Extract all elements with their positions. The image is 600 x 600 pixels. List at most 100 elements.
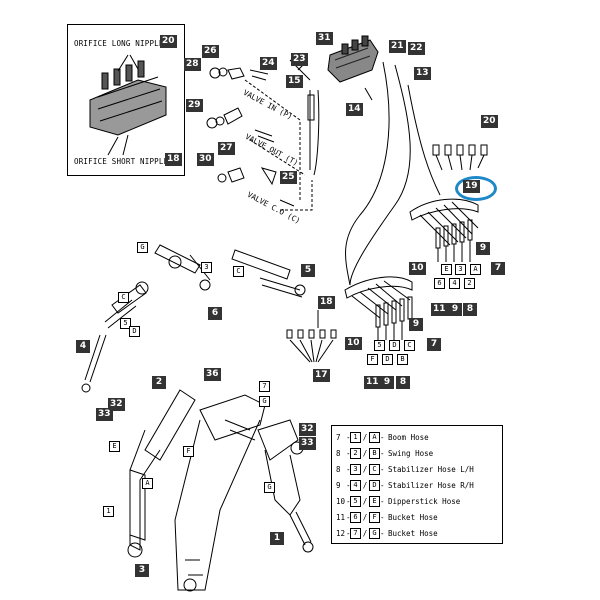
callout-9-mid-b: 9 <box>380 376 394 389</box>
callout-31: 31 <box>316 32 333 45</box>
highlight-ring <box>455 176 497 201</box>
callout-17: 17 <box>313 369 330 382</box>
boom-assembly <box>127 389 266 592</box>
small-nipples <box>286 310 337 363</box>
callout-28: 28 <box>184 58 201 71</box>
tag-g-c: G <box>264 482 275 493</box>
callout-19: 19 <box>463 180 480 193</box>
callout-25: 25 <box>280 171 297 184</box>
callout-21: 21 <box>389 40 406 53</box>
orifice-inset: ORIFICE LONG NIPPLE 20 ORIFICE SHORT NIP… <box>67 24 185 176</box>
tag-a-a: A <box>142 478 153 489</box>
callout-5: 5 <box>301 264 315 277</box>
tag-e-a: E <box>109 441 120 452</box>
tag-e-top: E <box>441 264 452 275</box>
orifice-short-label: ORIFICE SHORT NIPPLE <box>74 157 169 166</box>
tag-f-a: F <box>183 446 194 457</box>
callout-32-left: 32 <box>108 398 125 411</box>
callout-8-top: 8 <box>463 303 477 316</box>
legend-row: 8-3/C-Stabilizer Hose L/H <box>336 464 474 475</box>
tag-6-top: 6 <box>434 278 445 289</box>
boom-cylinder <box>129 469 146 541</box>
callout-6: 6 <box>208 307 222 320</box>
tag-2-top: 2 <box>464 278 475 289</box>
hose-legend: 7-1/A-Boom Hose 8-2/B-Swing Hose 8-3/C-S… <box>331 425 503 544</box>
legend-label: Boom Hose <box>388 432 429 442</box>
callout-10-top: 10 <box>409 262 426 275</box>
callout-1: 1 <box>270 532 284 545</box>
tag-4-top: 4 <box>449 278 460 289</box>
callout-11-mid: 11 <box>364 376 381 389</box>
orifice-nipples <box>432 144 488 171</box>
callout-18: 18 <box>318 296 335 309</box>
legend-label: Stabilizer Hose R/H <box>388 480 474 490</box>
tag-d-mid: D <box>389 340 400 351</box>
callout-7-top: 7 <box>491 262 505 275</box>
callout-30: 30 <box>197 153 214 166</box>
tag-g-a: G <box>137 242 148 253</box>
callout-26: 26 <box>202 45 219 58</box>
legend-label: Bucket Hose <box>388 512 438 522</box>
orifice-long-label: ORIFICE LONG NIPPLE <box>74 39 164 48</box>
tag-b-mid: B <box>397 354 408 365</box>
callout-29: 29 <box>186 99 203 112</box>
tag-3-a: 3 <box>201 262 212 273</box>
callout-4: 4 <box>76 340 90 353</box>
tag-5-mid: 5 <box>374 340 385 351</box>
legend-label: Swing Hose <box>388 448 434 458</box>
callout-9-mid: 9 <box>409 318 423 331</box>
legend-row: 12-7/G-Bucket Hose <box>336 528 438 539</box>
callout-27: 27 <box>218 142 235 155</box>
control-valve <box>327 35 379 83</box>
stabilizer-cylinder-left <box>81 281 149 393</box>
callout-10-mid: 10 <box>345 337 362 350</box>
callout-9-top: 9 <box>476 242 490 255</box>
legend-label: Stabilizer Hose L/H <box>388 464 474 474</box>
legend-label: Bucket Hose <box>388 528 438 538</box>
callout-13: 13 <box>414 67 431 80</box>
callout-22: 22 <box>408 42 425 55</box>
callout-33-right: 33 <box>299 437 316 450</box>
callout-2: 2 <box>152 376 166 389</box>
callout-15: 15 <box>286 75 303 88</box>
callout-3: 3 <box>135 564 149 577</box>
callout-14: 14 <box>346 103 363 116</box>
tag-3-top: 3 <box>455 264 466 275</box>
callout-8-mid: 8 <box>396 376 410 389</box>
callout-32-right: 32 <box>299 423 316 436</box>
legend-row: 8-2/B-Swing Hose <box>336 448 434 459</box>
tag-a-top: A <box>470 264 481 275</box>
cylinder-5 <box>231 249 306 298</box>
callout-33-left: 33 <box>96 408 113 421</box>
tag-c-a: C <box>233 266 244 277</box>
tag-7-a: 7 <box>259 381 270 392</box>
tag-d2-mid: D <box>382 354 393 365</box>
tag-g-b: G <box>259 396 270 407</box>
callout-11-top: 11 <box>431 303 448 316</box>
fitting-group-left <box>206 67 295 207</box>
tag-d-b: D <box>129 326 140 337</box>
hose-manifold-top <box>409 198 479 262</box>
legend-row: 11-6/F-Bucket Hose <box>336 512 438 523</box>
legend-row: 7-1/A-Boom Hose <box>336 432 429 443</box>
tag-5-b: 5 <box>120 318 131 329</box>
tag-1-a: 1 <box>103 506 114 517</box>
tag-c-mid: C <box>404 340 415 351</box>
callout-20-inset: 20 <box>160 35 177 48</box>
inset-valve-drawing <box>89 54 167 156</box>
hose-manifold-mid <box>344 276 413 340</box>
callout-24: 24 <box>260 57 277 70</box>
callout-36: 36 <box>204 368 221 381</box>
cylinder-6 <box>154 244 211 291</box>
legend-row: 10-5/E-Dipperstick Hose <box>336 496 461 507</box>
callout-20: 20 <box>481 115 498 128</box>
callout-9-top-b: 9 <box>448 303 462 316</box>
callout-18-inset: 18 <box>165 153 182 166</box>
legend-row: 9-4/D-Stabilizer Hose R/H <box>336 480 474 491</box>
callout-23: 23 <box>291 53 308 66</box>
tag-c-b: C <box>118 292 129 303</box>
legend-label: Dipperstick Hose <box>388 496 461 506</box>
callout-7-mid: 7 <box>427 338 441 351</box>
tag-f-mid: F <box>367 354 378 365</box>
